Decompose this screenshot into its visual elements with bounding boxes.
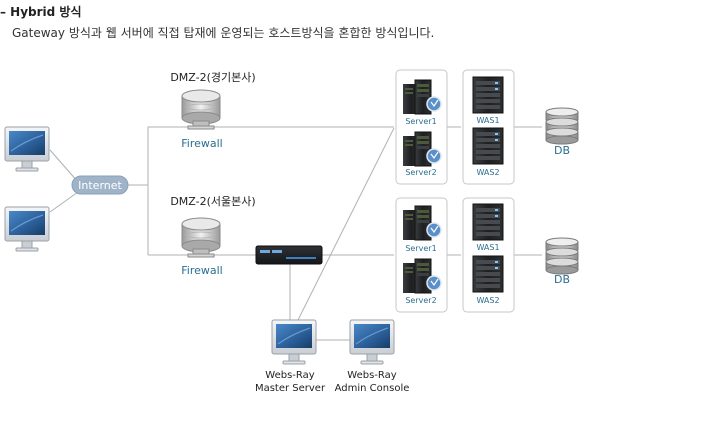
top-server1-label: Server1 [405,117,436,126]
top-db-icon [545,107,579,145]
firewall-bottom-label: Firewall [181,264,222,277]
top-server2-label: Server2 [405,168,436,177]
master-server-monitor-icon [271,319,317,365]
bottom-db-icon [545,237,579,275]
admin-console-monitor-icon [349,319,395,365]
bottom-was1-icon [472,203,504,241]
bottom-was1-label: WAS1 [476,243,499,252]
client-monitor-2 [4,206,50,252]
connection-lines [49,126,542,341]
bottom-was2-icon [472,255,504,293]
client-monitor-1 [4,126,50,172]
admin-console-label-line2: Admin Console [335,383,410,394]
firewall-bottom-icon [181,217,221,258]
bottom-server1-label: Server1 [405,244,436,253]
section-title: – Hybrid 방식 [0,5,82,19]
top-db-label: DB [554,144,570,157]
top-was2-label: WAS2 [476,168,499,177]
top-was1-label: WAS1 [476,116,499,125]
master-server-label-line1: Webs-Ray [265,370,314,381]
master-server-label-line2: Master Server [255,383,326,394]
top-was1-icon [472,76,504,114]
bottom-was2-label: WAS2 [476,296,499,305]
internet-label: Internet [78,179,122,192]
bottom-server2-label: Server2 [405,296,436,305]
admin-console-label-line1: Webs-Ray [347,370,396,381]
section-description: Gateway 방식과 웹 서버에 직접 탑재에 운영되는 호스트방식을 혼합한… [12,26,435,40]
firewall-top-label: Firewall [181,137,222,150]
bottom-db-label: DB [554,273,570,286]
internet-node [71,175,129,195]
firewall-top-icon [181,89,221,130]
gateway-switch-icon [255,245,323,265]
top-was2-icon [472,127,504,165]
dmz-bottom-title: DMZ-2(서울본사) [170,195,255,208]
dmz-top-title: DMZ-2(경기본사) [170,71,255,84]
